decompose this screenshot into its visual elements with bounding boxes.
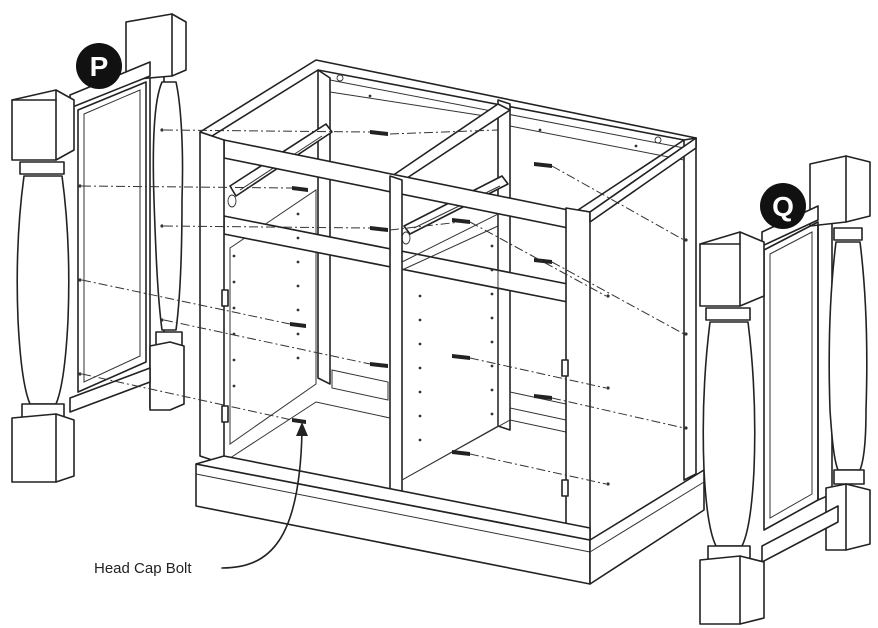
left-panel-holes <box>78 128 164 376</box>
head-cap-bolt-callout: Head Cap Bolt <box>94 422 308 577</box>
right-panel-holes <box>606 238 688 486</box>
head-cap-bolts <box>290 130 552 456</box>
badge-q-label: Q <box>772 191 794 222</box>
left-leg-panel <box>11 13 187 483</box>
badge-p-label: P <box>90 51 109 82</box>
badge-p: P <box>76 43 122 89</box>
right-leg-panel <box>699 155 871 625</box>
cabinet-body <box>195 59 705 585</box>
callout-label: Head Cap Bolt <box>94 560 192 577</box>
badge-q: Q <box>760 183 806 229</box>
alignment-lines <box>81 129 685 485</box>
shelf-pin-holes <box>232 74 662 442</box>
